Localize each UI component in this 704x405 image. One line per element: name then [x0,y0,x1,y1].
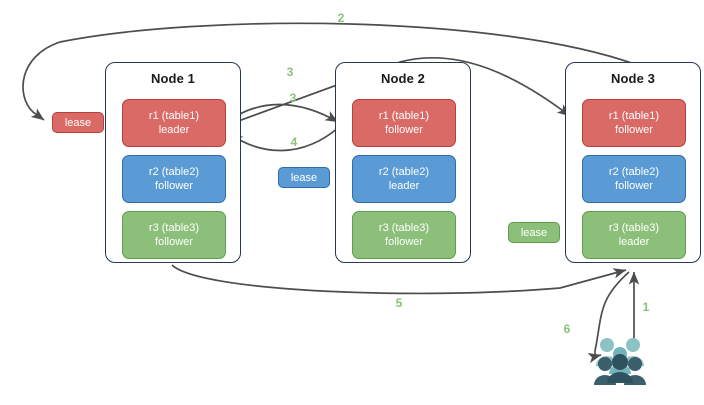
replica-node2-r3[interactable]: r3 (table3) follower [352,211,456,259]
lease-badge-red[interactable]: lease [52,112,104,133]
replica-name: r3 (table3) [378,222,430,234]
replica-node3-r3[interactable]: r3 (table3) leader [582,211,686,259]
replica-name: r2 (table2) [148,166,200,178]
edge-4-path [229,127,339,152]
replica-name: r1 (table1) [148,110,200,122]
replica-name: r2 (table2) [608,166,660,178]
replica-node3-r1[interactable]: r1 (table1) follower [582,99,686,147]
replica-role: leader [158,124,190,136]
replica-name: r1 (table1) [378,110,430,122]
replica-node2-r1[interactable]: r1 (table1) follower [352,99,456,147]
edge-label-5: 5 [396,296,403,310]
edge-5-path [171,264,627,295]
replica-node1-r2[interactable]: r2 (table2) follower [122,155,226,203]
node-title: Node 2 [381,71,425,86]
replica-role: follower [615,180,653,192]
replica-role: leader [618,236,650,248]
replica-node1-r1[interactable]: r1 (table1) leader [122,99,226,147]
replica-role: follower [615,124,653,136]
edge-label-6: 6 [564,322,571,336]
replica-node2-r2[interactable]: r2 (table2) leader [352,155,456,203]
replica-node1-r3[interactable]: r3 (table3) follower [122,211,226,259]
replica-role: follower [155,236,193,248]
replica-role: leader [388,180,420,192]
replica-name: r2 (table2) [378,166,430,178]
replica-role: follower [385,124,423,136]
edge-label-3-lower: 3 [290,91,297,105]
edge-label-4: 4 [291,135,298,149]
replica-role: follower [155,180,193,192]
node-card-3[interactable]: Node 3 r1 (table1) follower r2 (table2) … [565,62,701,263]
replica-name: r3 (table3) [148,222,200,234]
edge-label-2: 2 [338,11,345,25]
lease-badge-blue[interactable]: lease [278,167,330,188]
replica-name: r1 (table1) [608,110,660,122]
edge-6-path [587,271,630,364]
replica-node3-r2[interactable]: r2 (table2) follower [582,155,686,203]
node-title: Node 3 [611,71,655,86]
node-title: Node 1 [151,71,195,86]
edge-label-1: 1 [643,300,650,314]
users-group-icon [594,338,646,385]
node-card-1[interactable]: Node 1 r1 (table1) leader r2 (table2) fo… [105,62,241,263]
replica-name: r3 (table3) [608,222,660,234]
node-card-2[interactable]: Node 2 r1 (table1) follower r2 (table2) … [335,62,471,263]
replica-role: follower [385,236,423,248]
lease-badge-green[interactable]: lease [508,222,560,243]
edge-label-3-upper: 3 [287,65,294,79]
